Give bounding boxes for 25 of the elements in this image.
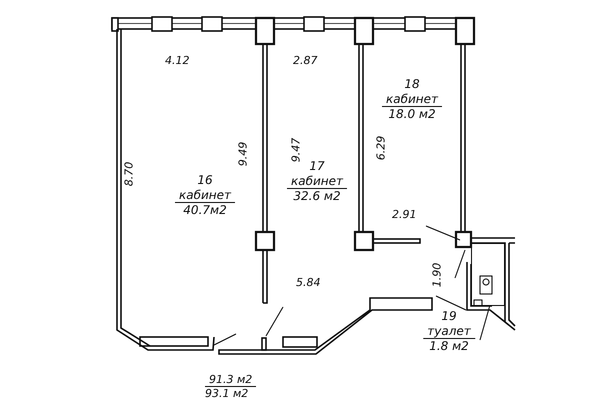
room-name: кабинет xyxy=(382,93,442,107)
toilet-room xyxy=(471,243,505,306)
leader-line xyxy=(480,306,490,340)
room-area: 40.7м2 xyxy=(183,204,227,217)
room-area: 1.8 м2 xyxy=(429,340,469,353)
room-name: кабинет xyxy=(286,175,348,189)
room-area: 18.0 м2 xyxy=(388,108,436,121)
room-number: 18 xyxy=(404,78,420,91)
dimension-text: 6.29 xyxy=(375,136,388,160)
dimension-text: 9.47 xyxy=(290,138,302,162)
dimension-text: 9.49 xyxy=(237,142,250,166)
dimension-text: 8.70 xyxy=(123,162,136,186)
total-area: 91.3 м2 xyxy=(205,374,256,387)
total-area: 93.1 м2 xyxy=(205,388,248,400)
room-number: 17 xyxy=(309,160,325,173)
room-name: кабинет xyxy=(174,189,236,203)
dimension-text: 4.12 xyxy=(165,55,190,67)
dimension-text: 5.84 xyxy=(296,277,320,289)
room-area: 32.6 м2 xyxy=(293,190,341,203)
dimension-text: 2.87 xyxy=(293,55,318,67)
dimension-text: 2.91 xyxy=(392,209,416,221)
room-name: туалет xyxy=(423,325,475,339)
room-number: 16 xyxy=(197,174,213,187)
dimension-text: 1.90 xyxy=(431,262,444,288)
room-number: 19 xyxy=(441,310,457,323)
